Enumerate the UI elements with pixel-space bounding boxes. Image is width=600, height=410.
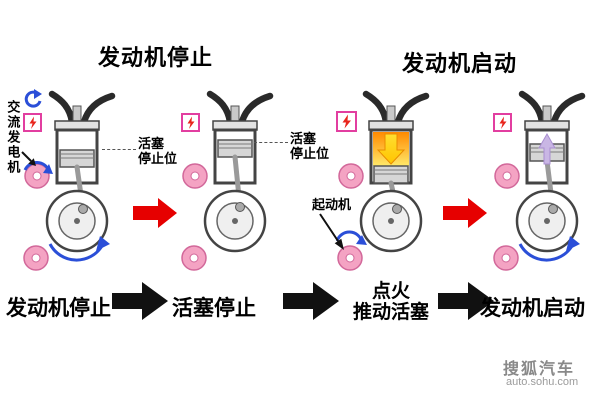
intake-exhaust-pipes	[206, 90, 274, 126]
alternator-pulley	[338, 163, 364, 189]
spark-indicator-lightning-icon	[181, 113, 200, 132]
alternator-pulley	[24, 163, 50, 189]
spark-plug	[72, 105, 82, 123]
idler-pulley	[23, 245, 49, 271]
alternator-pulley	[494, 163, 520, 189]
spark-plug	[386, 105, 396, 123]
flow-step-piston-stop: 活塞停止	[172, 297, 256, 320]
starter-label: 起动机	[312, 197, 352, 212]
rotation-arrow-icon	[24, 89, 42, 108]
piston-up-arrow-icon	[538, 132, 556, 165]
section-title-engine-start: 发动机启动	[402, 51, 518, 76]
spark-plug	[542, 105, 552, 123]
crankcase	[359, 189, 423, 253]
crank-rotation-arrow-icon	[48, 236, 110, 262]
intake-exhaust-pipes	[518, 90, 586, 126]
intake-exhaust-pipes	[48, 90, 116, 126]
spark-indicator-lightning-icon	[23, 113, 42, 132]
leader-dash-line	[254, 142, 288, 143]
alternator-pulley	[182, 163, 208, 189]
watermark-brand: 搜狐汽车	[503, 361, 576, 378]
piston	[59, 149, 95, 168]
red-right-arrow-icon	[443, 198, 487, 228]
piston-stop-label-1: 活塞 停止位	[138, 136, 178, 167]
alternator-label: 交流发电机	[5, 100, 21, 175]
crankcase	[45, 189, 109, 253]
starter-leader-arrow-icon	[319, 213, 344, 250]
engine-diagram-ignition	[336, 90, 430, 271]
piston	[217, 139, 253, 158]
leader-dash-line	[102, 149, 136, 150]
black-right-arrow-icon	[112, 282, 168, 320]
flow-step-engine-start: 发动机启动	[480, 297, 585, 320]
alternator-rotation-arrow-icon	[23, 160, 53, 174]
red-right-arrow-icon	[133, 198, 177, 228]
combustion-down-arrow-icon	[376, 133, 406, 165]
piston	[373, 165, 409, 184]
flow-step-ignition: 点火 推动活塞	[352, 281, 429, 323]
idler-pulley	[493, 245, 519, 271]
spark-indicator-lightning-icon	[336, 111, 357, 132]
starter-pulley	[337, 245, 363, 271]
flow-step-engine-stop: 发动机停止	[6, 297, 111, 320]
crankcase	[203, 189, 267, 253]
engine-diagram-piston-stopped	[181, 90, 274, 271]
watermark-site: auto.sohu.com	[506, 376, 579, 388]
black-right-arrow-icon	[283, 282, 339, 320]
crankcase	[515, 189, 579, 253]
idler-pulley	[181, 245, 207, 271]
spark-indicator-lightning-icon	[493, 113, 512, 132]
piston-stop-label-2: 活塞 停止位	[290, 131, 330, 162]
crank-rotation-arrow-icon	[518, 236, 580, 262]
engine-diagram-stopping	[23, 89, 116, 271]
alternator-leader-arrow-icon	[21, 151, 36, 166]
section-title-engine-stop: 发动机停止	[98, 45, 214, 70]
black-right-arrow-icon	[438, 282, 494, 320]
starter-rotation-arrow-icon	[336, 230, 367, 245]
spark-plug	[230, 105, 240, 123]
intake-exhaust-pipes	[362, 90, 430, 126]
engine-diagram-started	[493, 90, 586, 271]
